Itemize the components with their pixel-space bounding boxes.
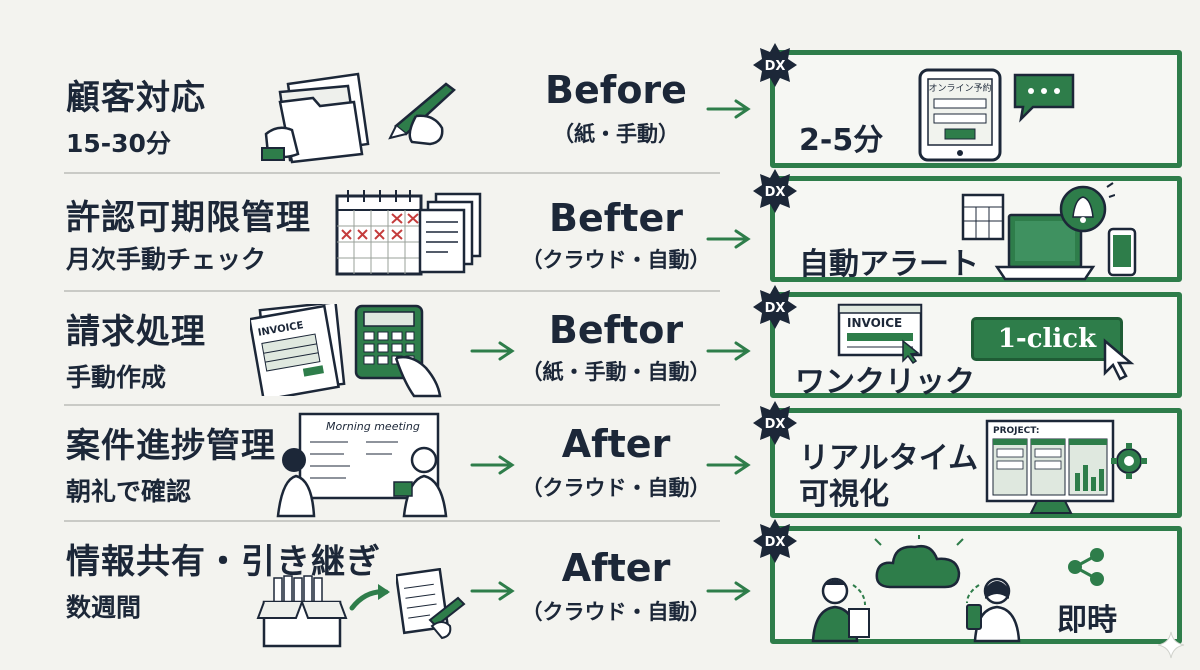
dx-result-line: リアルタイム: [799, 441, 979, 476]
arrow-icon: [470, 455, 515, 475]
row-divider: [64, 172, 720, 174]
dx-result-text: 即時: [1057, 603, 1117, 638]
arrow-icon: [706, 455, 751, 475]
whiteboard-icon: Morning meeting: [276, 412, 448, 518]
mode-sublabel: （紙・手動）: [553, 122, 679, 146]
invoice-screen-label: INVOICE: [847, 316, 902, 330]
row-divider: [64, 404, 720, 406]
share-icon: [1068, 548, 1104, 586]
tablet-icon: オンライン予約: [918, 68, 1002, 162]
dx-result-box: 即時: [770, 526, 1182, 644]
box-icon: [256, 575, 348, 648]
dx-result-box: リアルタイム 可視化 PROJECT:: [770, 408, 1182, 518]
task-title: 情報共有・引き継ぎ: [66, 542, 381, 582]
dx-result-text: ワンクリック: [795, 365, 975, 400]
arrow-icon: [470, 581, 515, 601]
task-subtitle: 手動作成: [66, 363, 167, 392]
one-click-button[interactable]: 1-click: [971, 317, 1123, 361]
task-subtitle: 朝礼で確認: [66, 477, 192, 506]
svg-text:DX: DX: [765, 59, 786, 74]
mode-sublabel: （クラウド・自動）: [521, 600, 711, 624]
documents-icon: [418, 192, 482, 274]
task-title: 請求処理: [66, 312, 206, 352]
pen-hand-icon: [388, 82, 456, 146]
task-subtitle: 15-30分: [66, 129, 171, 158]
dx-result-text: 自動アラート: [799, 247, 979, 282]
laptop-icon: [961, 193, 1096, 281]
whiteboard-title: Morning meeting: [326, 420, 420, 433]
mode-sublabel: （紙・手動・自動）: [521, 360, 711, 384]
svg-text:DX: DX: [765, 535, 786, 550]
task-title: 案件進捗管理: [66, 426, 276, 466]
mode-sublabel: （クラウド・自動）: [521, 248, 711, 272]
svg-text:DX: DX: [765, 417, 786, 432]
arrow-icon: [706, 581, 751, 601]
dx-badge: DX: [753, 169, 797, 213]
calculator-icon: [354, 304, 442, 398]
arrow-icon: [349, 584, 390, 611]
dx-badge: DX: [753, 519, 797, 563]
notebook-icon: [396, 568, 466, 640]
dx-result-text: 2-5分: [799, 123, 884, 158]
project-label: PROJECT:: [993, 426, 1040, 436]
cloud-icon: [874, 535, 964, 589]
dx-result-box: 自動アラート: [770, 176, 1182, 282]
arrow-icon: [706, 99, 751, 119]
row-divider: [64, 520, 720, 522]
svg-text:DX: DX: [765, 185, 786, 200]
arrow-icon: [706, 229, 751, 249]
mode-sublabel: （クラウド・自動）: [521, 476, 711, 500]
svg-text:DX: DX: [765, 301, 786, 316]
dx-result-text: リアルタイム 可視化: [799, 441, 978, 513]
dx-result-box: ワンクリック INVOICE 1-click: [770, 292, 1182, 400]
monitor-icon: PROJECT:: [985, 419, 1115, 514]
invoice-icon: INVOICE: [250, 304, 346, 396]
task-subtitle: 月次手動チェック: [66, 245, 267, 274]
mode-label: Beftor: [548, 308, 684, 352]
arrow-icon: [470, 341, 515, 361]
phone-icon: [1107, 227, 1137, 277]
row-divider: [64, 290, 720, 292]
calendar-icon: [335, 190, 423, 276]
cursor-icon: [1103, 338, 1135, 381]
dx-badge: DX: [753, 43, 797, 87]
mode-label: After: [561, 546, 671, 590]
person-phone-icon: [966, 577, 1021, 643]
mode-label: Before: [545, 68, 687, 112]
dx-badge: DX: [753, 401, 797, 445]
bell-icon: [1059, 182, 1115, 233]
booking-title: オンライン予約: [928, 82, 991, 94]
sparkle-icon: [1157, 631, 1185, 659]
invoice-screen-icon: INVOICE: [837, 303, 923, 365]
task-subtitle: 数週間: [66, 593, 142, 622]
dx-result-line: 可視化: [799, 477, 889, 512]
task-title: 許認可期限管理: [66, 198, 311, 238]
dx-result-box: 2-5分 オンライン予約: [770, 50, 1182, 168]
task-title: 顧客対応: [66, 78, 206, 118]
folder-icon: [261, 72, 370, 164]
arrow-icon: [706, 341, 751, 361]
chat-bubble-icon: [1013, 73, 1075, 123]
mode-label: Befter: [549, 196, 683, 240]
dx-badge: DX: [753, 285, 797, 329]
mode-label: After: [561, 422, 671, 466]
person-tablet-icon: [811, 577, 870, 643]
gear-icon: [1111, 443, 1147, 479]
